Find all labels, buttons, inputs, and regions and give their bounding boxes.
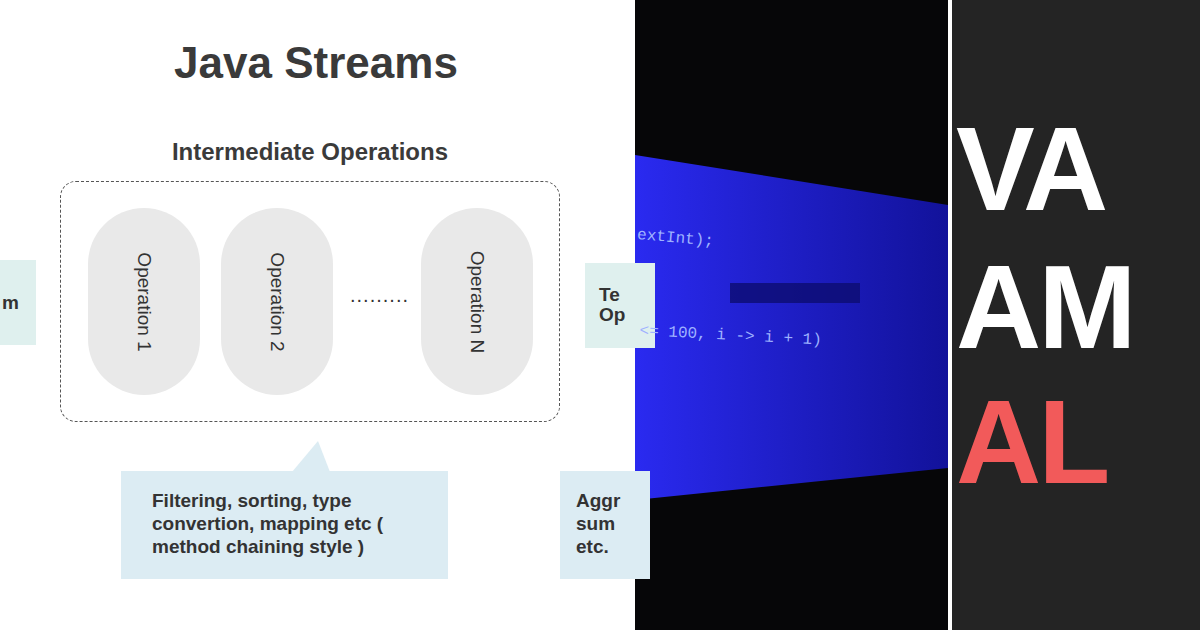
group-heading: Intermediate Operations [61, 138, 559, 166]
diagram-title: Java Streams [0, 38, 632, 88]
operation-pill: Operation 1 [88, 208, 200, 395]
callout-box: Filtering, sorting, type convertion, map… [121, 471, 448, 579]
middle-panel [635, 0, 948, 630]
operation-label: Operation 2 [266, 252, 288, 351]
box-text: Te Op [599, 285, 625, 327]
box-text: Filtering, sorting, type convertion, map… [152, 490, 427, 558]
code-highlight [730, 283, 860, 303]
poster-word: AL [956, 383, 1107, 501]
operation-pill: Operation 2 [221, 208, 333, 395]
box-text: Aggr sum etc. [576, 490, 628, 558]
callout-box: Aggr sum etc. [560, 471, 650, 579]
operation-label: Operation N [466, 250, 488, 352]
separator [948, 0, 952, 630]
group-box: Intermediate OperationsOperation 1Operat… [60, 181, 560, 422]
operation-label: Operation 1 [133, 252, 155, 351]
right-panel [952, 0, 1200, 630]
callout-pointer [292, 441, 330, 472]
poster-word: VA [956, 110, 1105, 228]
screen-band [635, 155, 948, 500]
poster-word: AM [956, 248, 1134, 366]
stage-box: m [0, 260, 36, 345]
left-panel [0, 0, 632, 630]
operation-pill: Operation N [421, 208, 533, 395]
box-text: m [2, 292, 19, 314]
ellipsis-dots: ......... [350, 284, 409, 307]
